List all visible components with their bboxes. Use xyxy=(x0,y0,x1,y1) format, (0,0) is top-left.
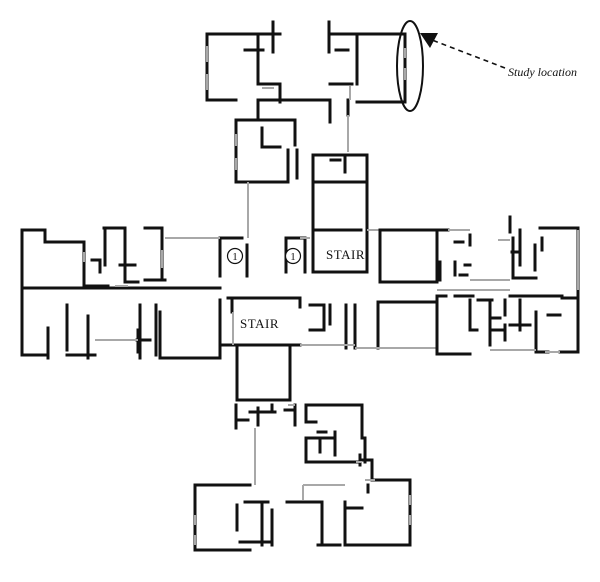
east-wing xyxy=(378,215,580,356)
stair-label-left: STAIR xyxy=(240,316,279,331)
west-wing xyxy=(20,226,222,360)
study-location-label: Study location xyxy=(508,65,577,79)
annotation-arrow-line xyxy=(431,39,506,69)
south-wing xyxy=(193,343,412,552)
stair-label-right: STAIR xyxy=(326,247,365,262)
marker-label: 1 xyxy=(232,251,238,263)
north-wing xyxy=(205,20,407,184)
annotation-arrowhead xyxy=(420,33,438,48)
marker-label: 1 xyxy=(290,251,296,263)
marker-1-right: 1 xyxy=(284,247,302,265)
study-location-annotation: Study location xyxy=(396,20,577,112)
marker-1-left: 1 xyxy=(226,247,244,265)
central-core xyxy=(165,153,438,358)
study-location-ellipse xyxy=(396,20,424,112)
